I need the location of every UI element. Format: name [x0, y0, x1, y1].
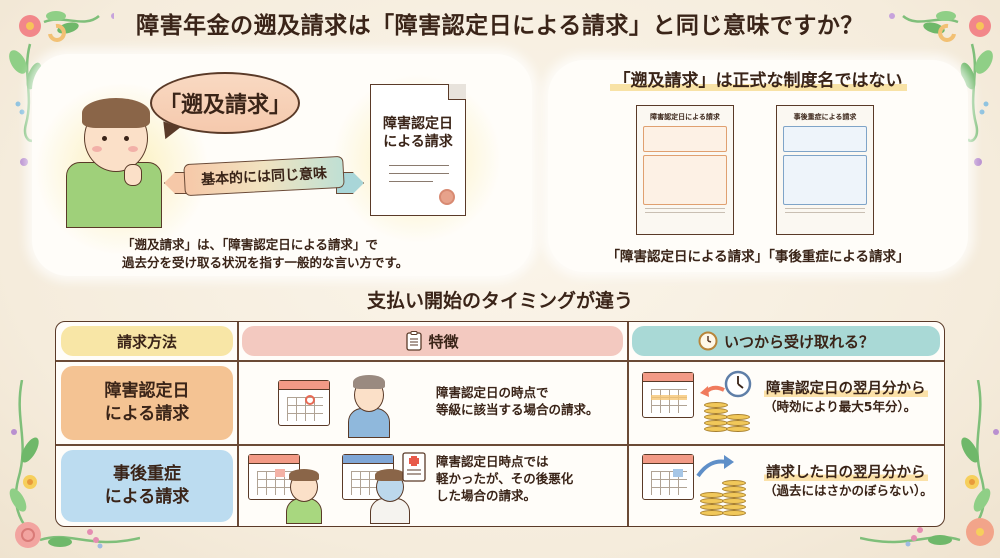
floral-corner-bottom-right-icon	[860, 380, 999, 547]
worried-person-illustration	[344, 372, 394, 438]
calendar-icon	[642, 454, 694, 500]
row-label-disability-date: 障害認定日による請求	[61, 366, 233, 440]
row2-feature-text: 障害認定日時点では 軽かったが、その後悪化 した場合の請求。	[436, 454, 574, 503]
floral-corner-top-left-icon	[9, 11, 114, 166]
row1-feature-text: 障害認定日の時点で 等級に該当する場合の請求。	[436, 385, 599, 417]
seal-stamp-icon	[439, 189, 455, 205]
clock-icon	[724, 370, 752, 398]
document-fold	[448, 84, 466, 100]
row2-when-sub: （過去にはさかのぼらない）。	[764, 483, 933, 498]
header-features: 特徴	[242, 326, 623, 356]
floral-corner-top-right-icon	[889, 11, 993, 166]
speech-bubble: 「遡及請求」	[150, 72, 300, 134]
clipboard-icon	[406, 331, 423, 351]
official-names-heading: 「遡及請求」は正式な制度名ではない	[548, 66, 968, 91]
calendar-icon	[278, 380, 330, 426]
comparison-table: 請求方法 特徴 いつから受け取れる？ 障害認定日による請求 障害認定日の時点で …	[55, 321, 945, 527]
document-title: 障害認定日 による請求	[371, 115, 465, 151]
caption-line1: 「遡及請求」は、「障害認定日による請求」で	[122, 237, 378, 252]
row1-when-sub: （時効により最大5年分）。	[764, 399, 917, 414]
section-title: 支払い開始のタイミングが違う	[366, 290, 633, 312]
form-disability-date-claim: 障害認定日による請求	[636, 105, 734, 235]
header-when: いつから受け取れる？	[632, 326, 940, 356]
form1-title: 障害認定日による請求	[650, 113, 720, 121]
page-title: 障害年金の遡及請求は「障害認定日による請求」と同じ意味ですか？	[136, 13, 864, 39]
calendar-icon	[642, 372, 694, 418]
header-method: 請求方法	[61, 326, 233, 356]
row-label-post-severity: 事後重症による請求	[61, 450, 233, 522]
definition-caption: 「遡及請求」は、「障害認定日による請求」で 過去分を受け取る状況を指す一般的な言…	[122, 236, 408, 272]
document-title-line2: による請求	[383, 134, 453, 150]
form2-title: 事後重症による請求	[793, 113, 857, 121]
medical-record-icon	[402, 452, 426, 482]
clock-icon	[698, 331, 718, 351]
floral-corner-bottom-left-icon	[9, 380, 140, 549]
healthy-person-illustration	[284, 464, 324, 524]
row1-when-text: 障害認定日の翌月分から （時効により最大5年分）。	[764, 380, 928, 415]
definition-panel: 「遡及請求」 基本的には同じ意味 障害認定日 による請求 「遡及請求」は、「障害…	[32, 54, 532, 276]
form-post-severity-claim: 事後重症による請求	[776, 105, 874, 235]
official-names-caption: 「障害認定日による請求」「事後重症による請求」	[606, 249, 910, 265]
thinking-person-illustration	[62, 84, 182, 234]
row1-when-main: 障害認定日の翌月分から	[764, 381, 928, 397]
row2-when-main: 請求した日の翌月分から	[764, 465, 928, 481]
sick-person-illustration	[368, 464, 412, 524]
forward-arrow-icon	[696, 455, 734, 478]
document-title-line1: 障害認定日	[383, 116, 453, 132]
back-arrow-icon	[700, 385, 725, 397]
official-names-panel: 「遡及請求」は正式な制度名ではない 障害認定日による請求 事後重症による請求 「…	[548, 60, 968, 272]
row2-when-text: 請求した日の翌月分から （過去にはさかのぼらない）。	[764, 464, 933, 499]
caption-line2: 過去分を受け取る状況を指す一般的な言い方です。	[122, 255, 409, 270]
document-illustration: 障害認定日 による請求	[370, 84, 466, 216]
